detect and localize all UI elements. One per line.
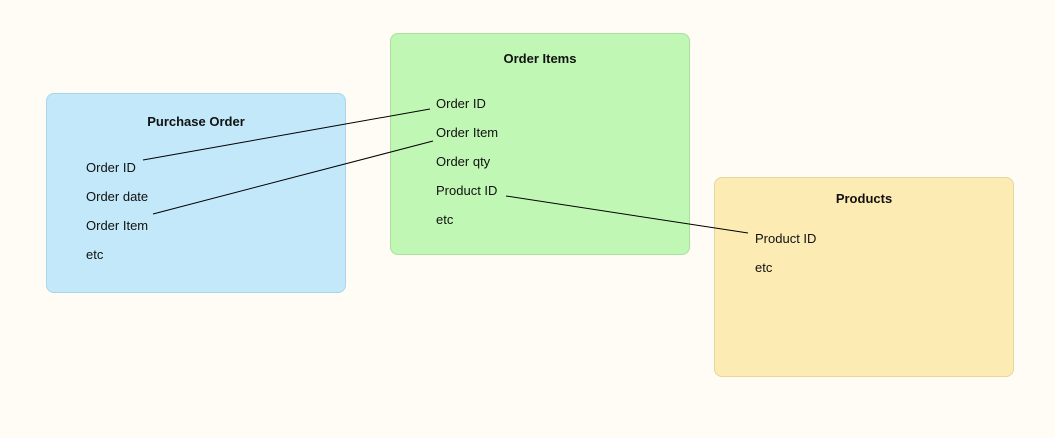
purchase-order-title: Purchase Order — [147, 114, 245, 129]
purchase-order-field-etc: etc — [86, 247, 104, 262]
purchase-order-field-order-date: Order date — [86, 189, 149, 204]
order-items-field-order-id: Order ID — [436, 96, 486, 111]
products-field-etc: etc — [755, 260, 773, 275]
products-box[interactable]: Products Product ID etc — [714, 177, 1014, 377]
purchase-order-box[interactable]: Purchase Order Order ID Order date Order… — [46, 93, 346, 293]
purchase-order-field-order-item: Order Item — [86, 218, 149, 233]
purchase-order-field-order-id: Order ID — [86, 160, 136, 175]
products-field-product-id: Product ID — [755, 231, 817, 246]
order-items-field-order-qty: Order qty — [436, 154, 491, 169]
order-items-field-order-item: Order Item — [436, 125, 499, 140]
order-items-field-etc: etc — [436, 212, 454, 227]
order-items-field-product-id: Product ID — [436, 183, 498, 198]
order-items-title: Order Items — [503, 51, 577, 66]
order-items-box[interactable]: Order Items Order ID Order Item Order qt… — [390, 33, 690, 255]
products-title: Products — [835, 191, 893, 206]
